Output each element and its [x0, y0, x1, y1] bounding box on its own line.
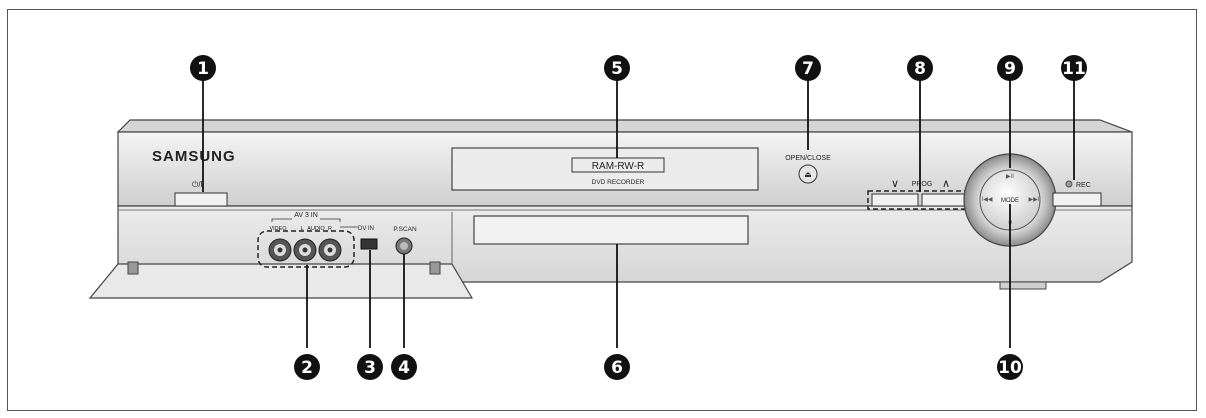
prog-down-label: ∨: [891, 178, 899, 190]
audio-left-jack[interactable]: [293, 238, 317, 262]
rec-button[interactable]: [1052, 192, 1102, 207]
device-foot: [999, 281, 1047, 290]
callout-11: 11: [1061, 55, 1087, 81]
display-window: [451, 147, 759, 191]
audio-l-label: L: [300, 226, 303, 232]
prog-down-button[interactable]: [871, 193, 919, 207]
svg-text:10: 10: [998, 358, 1022, 378]
skip-back-icon: I◀◀: [982, 197, 993, 203]
disc-tray[interactable]: [473, 215, 749, 245]
skip-forward-icon: ▶▶I: [1029, 197, 1040, 203]
rec-label: REC: [1076, 182, 1091, 189]
pscan-button-center: [400, 242, 408, 250]
callout-leaders: [202, 80, 1075, 348]
svg-text:2: 2: [301, 358, 313, 378]
dv-in-label: DV IN: [358, 226, 374, 232]
av3-in-label: AV 3 IN: [294, 212, 318, 219]
callout-6: 6: [604, 354, 630, 380]
audio-right-jack[interactable]: [318, 238, 342, 262]
disc-logo-text: RAM-RW-R: [592, 161, 644, 172]
eject-icon: ⏏: [804, 170, 812, 179]
video-label: VIDEO: [269, 226, 287, 232]
brand-logo: SAMSUNG: [152, 148, 236, 165]
dvd-recorder-label: DVD RECORDER: [592, 179, 645, 186]
open-close-button[interactable]: [798, 164, 818, 184]
power-button[interactable]: [174, 192, 228, 207]
audio-r-label: R: [328, 226, 332, 232]
svg-text:11: 11: [1062, 59, 1086, 79]
callout-3: 3: [357, 354, 383, 380]
front-door-flap[interactable]: [88, 263, 474, 299]
callout-9: 9: [997, 55, 1023, 81]
callout-4: 4: [391, 354, 417, 380]
power-label: ⏻/I: [192, 180, 203, 189]
av3-jacks-area: [257, 230, 355, 268]
callout-2: 2: [294, 354, 320, 380]
disc-logo-box: [571, 157, 665, 173]
callout-5: 5: [604, 55, 630, 81]
svg-text:3: 3: [364, 358, 376, 378]
open-close-label: OPEN/CLOSE: [785, 155, 831, 162]
callout-7: 7: [795, 55, 821, 81]
svg-text:5: 5: [611, 59, 623, 79]
svg-text:8: 8: [914, 59, 926, 79]
video-jack[interactable]: [268, 238, 292, 262]
callout-8: 8: [907, 55, 933, 81]
svg-text:1: 1: [197, 59, 209, 79]
svg-text:9: 9: [1004, 59, 1016, 79]
prog-up-button[interactable]: [921, 193, 969, 207]
pscan-label: P.SCAN: [393, 226, 417, 233]
play-icon: ▶II: [1006, 174, 1014, 180]
rec-indicator: [1065, 180, 1073, 188]
svg-text:7: 7: [802, 59, 814, 79]
prog-label: PROG: [912, 181, 933, 188]
callout-1: 1: [190, 55, 216, 81]
svg-text:6: 6: [611, 358, 623, 378]
door-hinge-left: [127, 261, 139, 275]
door-hinge-right: [429, 261, 441, 275]
device-top-edge: [116, 119, 1133, 133]
mode-label: MODE: [1001, 198, 1019, 204]
audio-label: AUDIO: [307, 226, 325, 232]
dv-in-port[interactable]: [360, 238, 378, 250]
callout-10: 10: [997, 354, 1023, 380]
prog-up-label: ∧: [942, 178, 950, 190]
av3-bracket: [271, 218, 341, 222]
svg-text:4: 4: [398, 358, 410, 378]
